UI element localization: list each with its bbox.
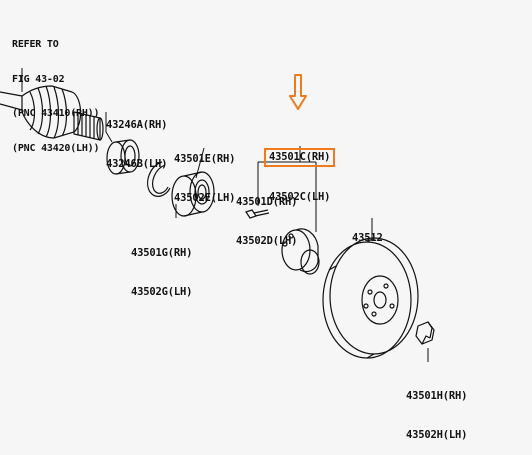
part-label-43501c[interactable]: 43501C(RH) 43502C(LH) bbox=[264, 122, 336, 217]
reference-line-1: REFER TO bbox=[12, 39, 59, 50]
hub-bolt bbox=[245, 209, 270, 219]
part-label-43501h[interactable]: 43501H(RH) 43502H(LH) bbox=[406, 364, 467, 455]
part-number-rh: 43501G(RH) bbox=[131, 247, 193, 259]
part-label-43501g[interactable]: 43501G(RH) 43502G(LH) bbox=[131, 221, 192, 312]
reference-line-4[interactable]: (PNC 43420(LH)) bbox=[12, 142, 100, 154]
exploded-parts-diagram bbox=[0, 68, 435, 362]
part-number-rh: 43501D(RH) bbox=[236, 196, 298, 208]
brake-disc-rotor bbox=[322, 237, 419, 359]
part-number-lh: 43502E(LH) bbox=[174, 192, 236, 204]
part-label-43246[interactable]: 43246A(RH) 43246B(LH) bbox=[106, 93, 167, 184]
leader-lines bbox=[21, 68, 429, 362]
part-label-43512[interactable]: 43512 bbox=[352, 206, 383, 258]
part-number-rh: 43501E(RH) bbox=[174, 153, 236, 165]
part-number-rh: 43246A(RH) bbox=[106, 119, 168, 131]
seal-ring bbox=[106, 139, 140, 175]
reference-line-3[interactable]: (PNC 43410(RH)) bbox=[12, 108, 100, 119]
reference-line-2: FIG 43-02 bbox=[12, 73, 65, 85]
part-number-lh: 43502H(LH) bbox=[406, 429, 468, 441]
part-number-lh: 43502D(LH) bbox=[236, 235, 298, 247]
part-label-43501d[interactable]: 43501D(RH) 43502D(LH) bbox=[236, 170, 297, 261]
part-number-lh: 43502C(LH) bbox=[269, 191, 331, 203]
part-number: 43512 bbox=[352, 232, 383, 244]
down-arrow-icon bbox=[289, 74, 307, 110]
wheel-bearing bbox=[171, 171, 215, 217]
reference-note: REFER TO FIG 43-02 (PNC 43410(RH)) (PNC … bbox=[12, 16, 100, 166]
axle-hub bbox=[281, 228, 320, 275]
snap-ring bbox=[147, 161, 171, 197]
part-label-43501e[interactable]: 43501E(RH) 43502E(LH) bbox=[174, 127, 235, 218]
hub-nut bbox=[415, 321, 435, 345]
part-number-lh: 43246B(LH) bbox=[106, 158, 168, 170]
part-number-rh: 43501H(RH) bbox=[406, 390, 468, 402]
part-number-lh: 43502G(LH) bbox=[131, 286, 193, 298]
highlighted-part-number[interactable]: 43501C(RH) bbox=[264, 148, 336, 167]
drive-shaft-cv-joint bbox=[0, 85, 104, 141]
